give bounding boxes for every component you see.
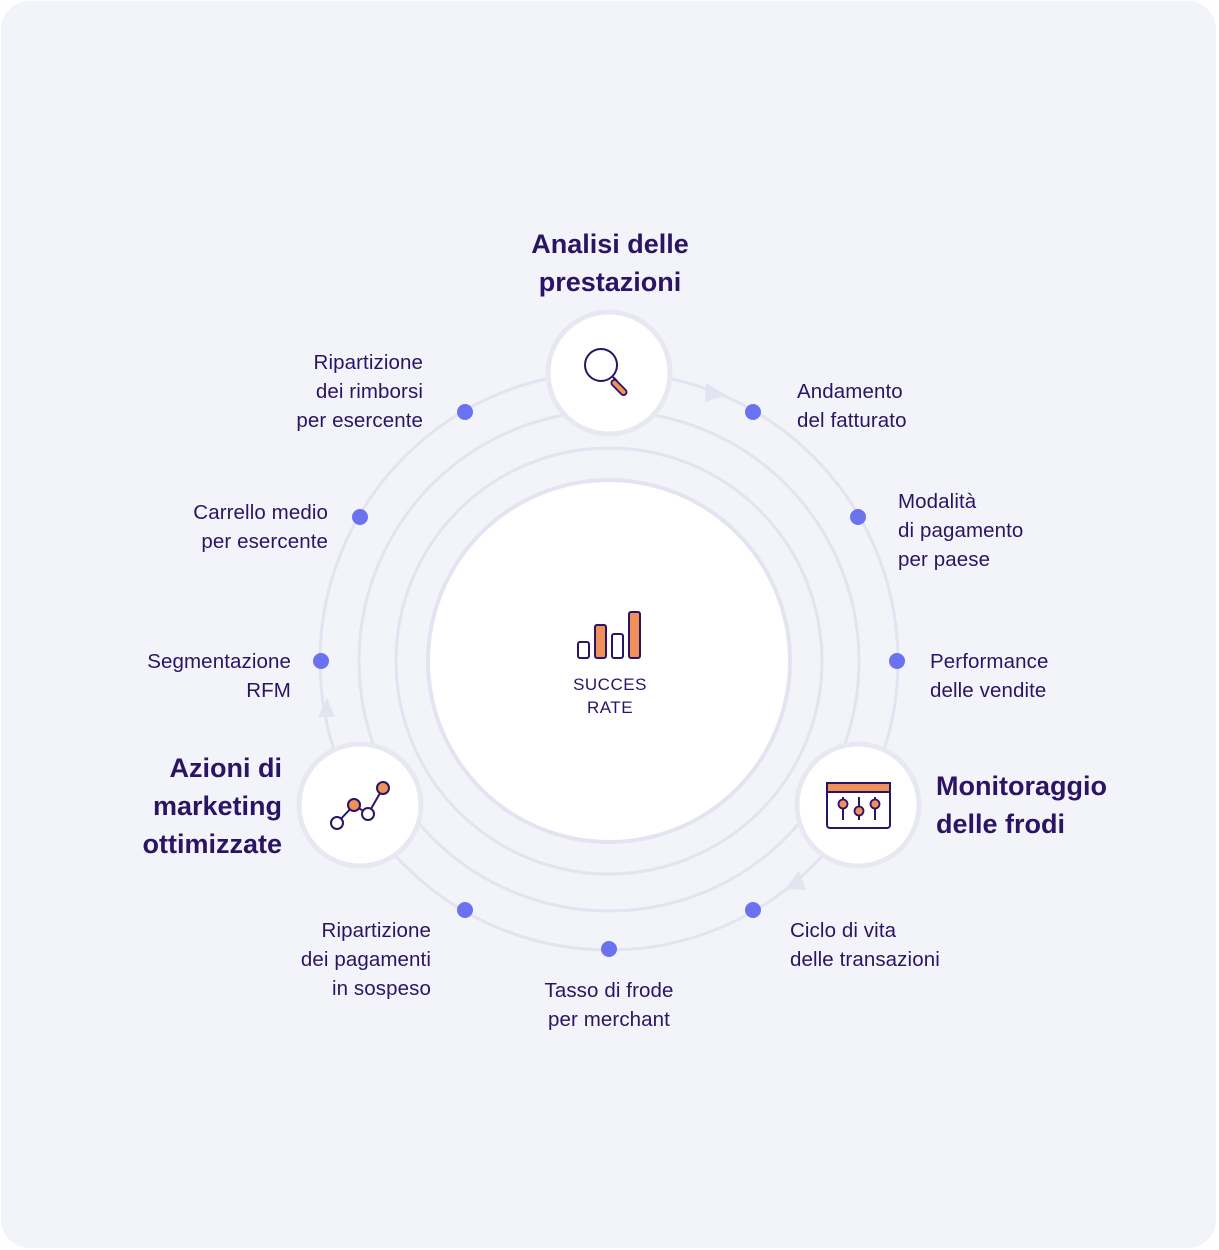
point-dot-8 — [352, 509, 368, 525]
line-chart-icon — [330, 781, 390, 830]
center-disc — [426, 478, 792, 844]
point-label-9: Ripartizione dei rimborsi per esercente — [296, 351, 423, 432]
bar-chart-icon — [577, 611, 641, 659]
point-label-7: Segmentazione RFM — [147, 650, 291, 702]
point-dot-5 — [601, 941, 617, 957]
stage-top-circle — [545, 309, 673, 437]
point-dot-6 — [457, 902, 473, 918]
inner-ring — [394, 446, 824, 876]
point-label-5: Tasso di frode per merchant — [544, 979, 674, 1031]
arrow-left — [318, 698, 335, 717]
stage-title-top: Analisi delle prestazioni — [531, 229, 689, 297]
point-dot-2 — [850, 509, 866, 525]
point-dot-1 — [745, 404, 761, 420]
stage-title-left: Azioni di marketing ottimizzate — [142, 753, 282, 859]
center-label: SUCCES RATE — [573, 675, 647, 717]
arrow-top-right — [705, 383, 726, 402]
point-label-8: Carrello medio per esercente — [193, 501, 328, 553]
point-label-1: Andamento del fatturato — [797, 380, 907, 432]
stage-title-right: Monitoraggio delle frodi — [936, 771, 1107, 839]
point-dot-9 — [457, 404, 473, 420]
arrow-bottom-right — [785, 871, 806, 890]
point-label-3: Performance delle vendite — [930, 650, 1049, 702]
point-dot-7 — [313, 653, 329, 669]
point-label-6: Ripartizione dei pagamenti in sospeso — [300, 919, 431, 1000]
point-dot-3 — [889, 653, 905, 669]
sliders-window-icon — [826, 782, 891, 829]
point-dot-4 — [745, 902, 761, 918]
point-label-4: Ciclo di vita delle transazioni — [790, 919, 940, 971]
magnifier-icon — [584, 348, 628, 396]
point-label-2: Modalità di pagamento per paese — [898, 490, 1024, 571]
